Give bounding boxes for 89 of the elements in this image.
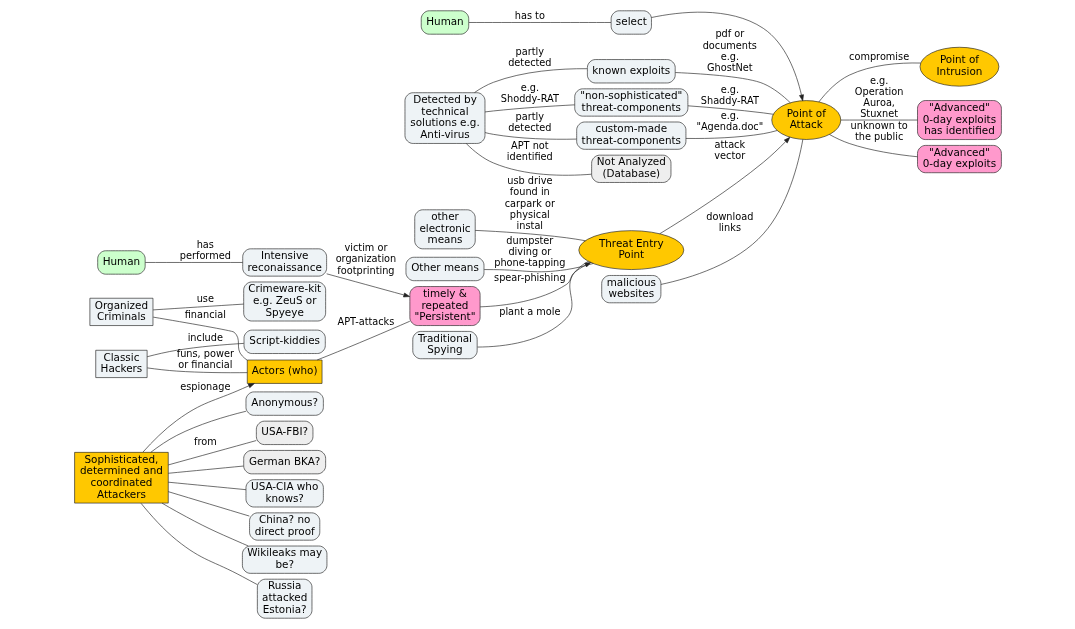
- node-box: Traditional Spying: [411, 331, 477, 360]
- connector: [146, 367, 248, 374]
- edge-label: pdf or documents e.g. GhostNet: [702, 28, 757, 73]
- connector: [167, 491, 250, 517]
- connector: [473, 68, 588, 93]
- connector: [140, 502, 258, 585]
- connector: [484, 132, 577, 140]
- connector: [476, 260, 589, 348]
- arrow: [325, 273, 410, 298]
- node-box: other electronic means: [413, 209, 476, 250]
- node-box: Organized Criminals: [89, 297, 153, 326]
- node-box: Human: [420, 10, 469, 35]
- connector: [687, 105, 774, 115]
- node-box: USA-FBI?: [255, 420, 313, 445]
- edge-label: compromise: [848, 51, 909, 63]
- connector: [167, 440, 257, 466]
- edge-label: APT not identified: [506, 139, 553, 162]
- edge-label: download links: [705, 210, 753, 233]
- connector: [146, 343, 244, 358]
- edge-label: partly detected: [507, 46, 552, 69]
- edge-label: from: [193, 435, 217, 447]
- connector: [685, 130, 778, 139]
- node-box: "Advanced" 0-day exploits: [916, 145, 1002, 174]
- connector: [316, 320, 410, 361]
- connector: [817, 62, 921, 103]
- connector: [167, 465, 244, 474]
- node-box: USA-CIA who knows?: [245, 479, 324, 508]
- node-box: Wikileaks may be?: [241, 545, 327, 574]
- edge-label: funs, power or financial: [176, 347, 234, 370]
- edge-label: e.g. "Agenda.doc": [695, 110, 763, 133]
- node-box: Intensive reconaissance: [241, 248, 327, 277]
- connector: [144, 262, 243, 263]
- connector: [152, 316, 247, 361]
- edge-label: unknown to the public: [850, 120, 908, 143]
- node-box: Human: [96, 250, 145, 275]
- node-box: Russia attacked Estonia?: [256, 578, 312, 619]
- node-box: German BKA?: [242, 450, 326, 475]
- connector: [468, 22, 611, 23]
- node-box: Detected by technical solutions e.g. Anti-virus: [404, 92, 485, 144]
- edge-label: victim or organization footprinting: [335, 242, 396, 276]
- edge-label: dumpster diving or phone-tapping: [493, 235, 565, 269]
- node-box: malicious websites: [600, 275, 661, 304]
- node-box: Other means: [405, 256, 484, 281]
- node-box: Classic Hackers: [94, 349, 147, 378]
- node-box: select: [610, 10, 652, 35]
- node-box: Anonymous?: [245, 391, 324, 416]
- connector: [465, 143, 592, 176]
- edge-label: attack vector: [713, 139, 745, 162]
- node-ellipse: Point of Attack: [770, 100, 841, 140]
- edge-label: e.g. Shoddy-RAT: [500, 82, 559, 105]
- node-box: China? no direct proof: [248, 512, 320, 541]
- edge-label: e.g. Shaddy-RAT: [700, 83, 759, 106]
- connector: [474, 230, 586, 242]
- connector: [828, 134, 918, 158]
- edge-label: has performed: [179, 239, 231, 262]
- arrow: [658, 136, 790, 235]
- connector: [149, 410, 246, 453]
- edge-label: partly detected: [507, 111, 552, 134]
- node-box: "Advanced" 0-day exploits has identified: [916, 100, 1002, 140]
- node-box: Script-kiddies: [243, 329, 326, 354]
- node-box: custom-made threat-components: [575, 121, 686, 150]
- node-box: timely & repeated "Persistent": [409, 286, 480, 326]
- connector: [674, 72, 791, 104]
- node-box: Crimeware-kit e.g. ZeuS or Spyeye: [242, 281, 326, 322]
- arrow: [479, 262, 591, 308]
- node-box: Not Analyzed (Database): [590, 154, 671, 183]
- edge-label: spear-phishing: [493, 272, 566, 284]
- connector: [152, 303, 244, 311]
- node-box: Sophisticated, determined and coordinated Attackers: [73, 452, 169, 504]
- node-box: Actors (who): [246, 359, 322, 384]
- edge-label: espionage: [179, 380, 230, 392]
- edge-label: plant a mole: [498, 306, 560, 318]
- connector: [161, 502, 249, 547]
- edge-label: usb drive found in carpark or physical instal: [504, 175, 555, 231]
- connector: [484, 104, 575, 113]
- connector: [840, 119, 918, 121]
- edge-label: has to: [514, 10, 545, 22]
- node-box: known exploits: [586, 59, 676, 84]
- node-box: "non-sophisticated" threat-components: [573, 88, 688, 117]
- edge-label: include: [187, 332, 223, 344]
- connector: [167, 481, 246, 490]
- node-ellipse: Point of Intrusion: [919, 46, 999, 87]
- edge-label: financial: [184, 309, 226, 321]
- edge-label: APT-attacks: [337, 315, 394, 327]
- arrow: [650, 11, 804, 102]
- connector: [660, 139, 803, 285]
- edge-label: use: [196, 293, 214, 305]
- connector: [483, 263, 594, 273]
- arrow: [142, 383, 255, 453]
